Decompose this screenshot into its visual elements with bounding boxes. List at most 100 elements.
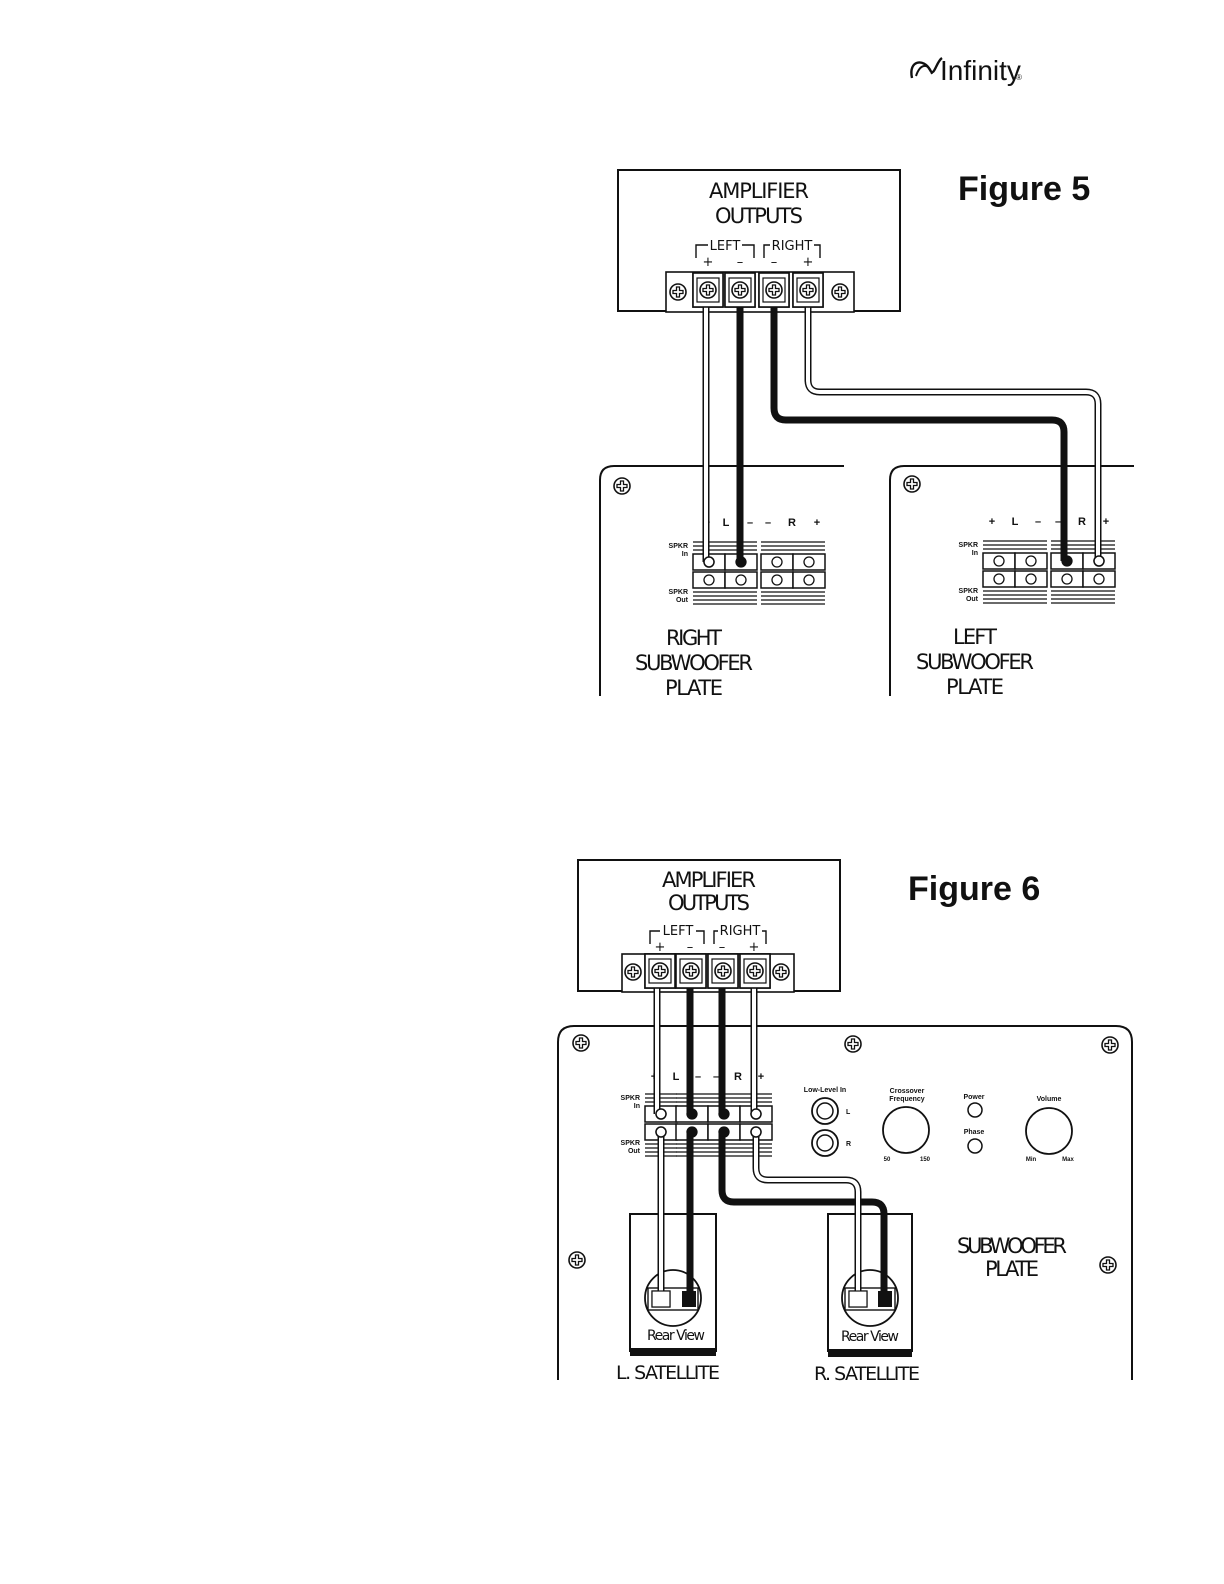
amp-right-minus: – — [719, 940, 726, 955]
amp-left-minus: – — [737, 255, 744, 270]
spkr-out-label: SPKR — [959, 588, 978, 595]
in-label: In — [634, 1103, 640, 1110]
satellite-base — [630, 1348, 716, 1356]
spkr-out-right-plus-terminal[interactable] — [792, 571, 826, 605]
plate-label-L: L — [1012, 516, 1019, 528]
amp-right-plus: + — [749, 940, 760, 955]
plate-outline — [599, 465, 844, 696]
spkr-out-label: SPKR — [669, 589, 688, 596]
plate-title-line2: SUBWOOFER — [916, 650, 1034, 674]
satellite-outline — [827, 1213, 913, 1352]
plate-plus-r: + — [758, 1071, 764, 1083]
plate-title-line2: SUBWOOFER — [635, 651, 753, 675]
out-label: Out — [628, 1148, 641, 1155]
spkr-out-left-minus-terminal[interactable] — [1014, 570, 1048, 604]
crossover-max: 150 — [920, 1157, 931, 1163]
plate-screw-icon — [1101, 1036, 1119, 1054]
left-channel-label: LEFT — [710, 239, 741, 254]
amp-left-plus: + — [655, 940, 666, 955]
plate-label-L: L — [723, 517, 730, 529]
amp-title-line2: OUTPUTS — [668, 891, 750, 915]
spkr-in-left-plus-terminal[interactable] — [982, 540, 1016, 570]
rca-jack-left-label: L — [846, 1109, 851, 1116]
phase-switch[interactable] — [967, 1138, 983, 1154]
amp-left-minus: – — [687, 940, 694, 955]
figure-6-subwoofer-plate: + L – – R + SPKR In SPKR Out Low-Level I… — [557, 1025, 1133, 1380]
wire-right-sat-minus — [718, 1132, 888, 1298]
plate-minus: – — [695, 1071, 701, 1083]
figure-5-left-subwoofer-plate: + L – – R + SPKR In SPKR Out LEFT SUBWOO… — [889, 465, 1134, 699]
plate-screw-icon — [903, 475, 921, 493]
spkr-in-right-plus-terminal[interactable] — [792, 541, 826, 571]
crossover-min: 50 — [884, 1157, 891, 1163]
plate-screw-icon — [572, 1034, 590, 1052]
plate-minus-r: – — [765, 517, 771, 529]
figure-6: Figure 6 AMPLIFIER OUTPUTS LEFT RIGHT + … — [557, 859, 1133, 1385]
plate-title-line3: PLATE — [665, 676, 723, 700]
plate-label-R: R — [788, 517, 796, 529]
plate-title-line1: SUBWOOFER — [957, 1234, 1067, 1258]
satellite-label: R. SATELLITE — [814, 1363, 920, 1385]
plate-label-R: R — [734, 1071, 742, 1083]
amp-title-line2: OUTPUTS — [715, 204, 803, 228]
infinity-logo-mark-icon — [910, 57, 943, 79]
figure-5-title: Figure 5 — [958, 170, 1090, 208]
spkr-out-right-plus-terminal[interactable] — [1082, 570, 1116, 604]
plate-label-R: R — [1078, 516, 1086, 528]
plate-title-line3: PLATE — [946, 675, 1004, 699]
plate-minus-r: – — [1055, 516, 1061, 528]
low-level-in-label: Low-Level In — [804, 1087, 846, 1094]
plate-label-L: L — [673, 1071, 680, 1083]
rear-view-label: Rear View — [841, 1329, 899, 1345]
spkr-in-label: SPKR — [621, 1095, 640, 1102]
right-channel-label: RIGHT — [772, 239, 813, 254]
plate-title-line1: LEFT — [953, 625, 997, 649]
spkr-in-label: SPKR — [669, 543, 688, 550]
amp-title-line1: AMPLIFIER — [709, 179, 809, 203]
rear-view-label: Rear View — [647, 1328, 705, 1344]
plate-title-line1: RIGHT — [666, 626, 722, 650]
right-bracket — [713, 930, 767, 944]
plate-minus-r: – — [713, 1071, 719, 1083]
satellite-label: L. SATELLITE — [616, 1362, 720, 1384]
volume-knob[interactable] — [1025, 1107, 1073, 1155]
satellite-base — [828, 1349, 912, 1357]
in-label: In — [972, 550, 978, 557]
spkr-out-right-minus-terminal[interactable] — [1050, 570, 1084, 604]
in-label: In — [682, 551, 688, 558]
power-label: Power — [963, 1094, 984, 1101]
plate-minus: – — [1035, 516, 1041, 528]
wire-right-minus — [770, 300, 1068, 561]
power-led-icon — [967, 1102, 983, 1118]
plate-screw-icon — [844, 1035, 862, 1053]
plate-screw-icon — [568, 1251, 586, 1269]
figure-5: Figure 5 AMPLIFIER OUTPUTS LEFT RIGHT + … — [599, 169, 1134, 700]
amp-right-minus: – — [771, 255, 778, 270]
amp-right-plus: + — [803, 255, 814, 270]
plate-outline — [889, 465, 1134, 696]
plate-plus-r: + — [1103, 516, 1109, 528]
wire-right-sat-plus — [754, 1132, 860, 1298]
spkr-in-label: SPKR — [959, 542, 978, 549]
spkr-out-left-plus-terminal[interactable] — [982, 570, 1016, 604]
crossover-label-line2: Frequency — [889, 1096, 925, 1103]
spkr-in-right-minus-terminal[interactable] — [760, 541, 794, 571]
volume-min: Min — [1026, 1157, 1037, 1163]
spkr-in-left-minus-terminal[interactable] — [1014, 540, 1048, 570]
spkr-out-left-minus-terminal[interactable] — [724, 571, 758, 605]
out-label: Out — [676, 597, 689, 604]
spkr-out-left-plus-terminal[interactable] — [692, 571, 726, 605]
out-label: Out — [966, 596, 979, 603]
right-bracket — [763, 244, 821, 258]
plate-plus-r: + — [814, 517, 820, 529]
satellite-outline — [629, 1213, 717, 1352]
rca-jack-left[interactable] — [811, 1097, 839, 1125]
crossover-frequency-knob[interactable] — [882, 1106, 930, 1154]
brand-name: Infinity — [940, 55, 1021, 86]
spkr-out-right-minus-terminal[interactable] — [760, 571, 794, 605]
rca-jack-right[interactable] — [811, 1129, 839, 1157]
figure-6-title: Figure 6 — [908, 870, 1040, 908]
volume-label: Volume — [1037, 1096, 1062, 1103]
plate-screw-icon — [613, 477, 631, 495]
